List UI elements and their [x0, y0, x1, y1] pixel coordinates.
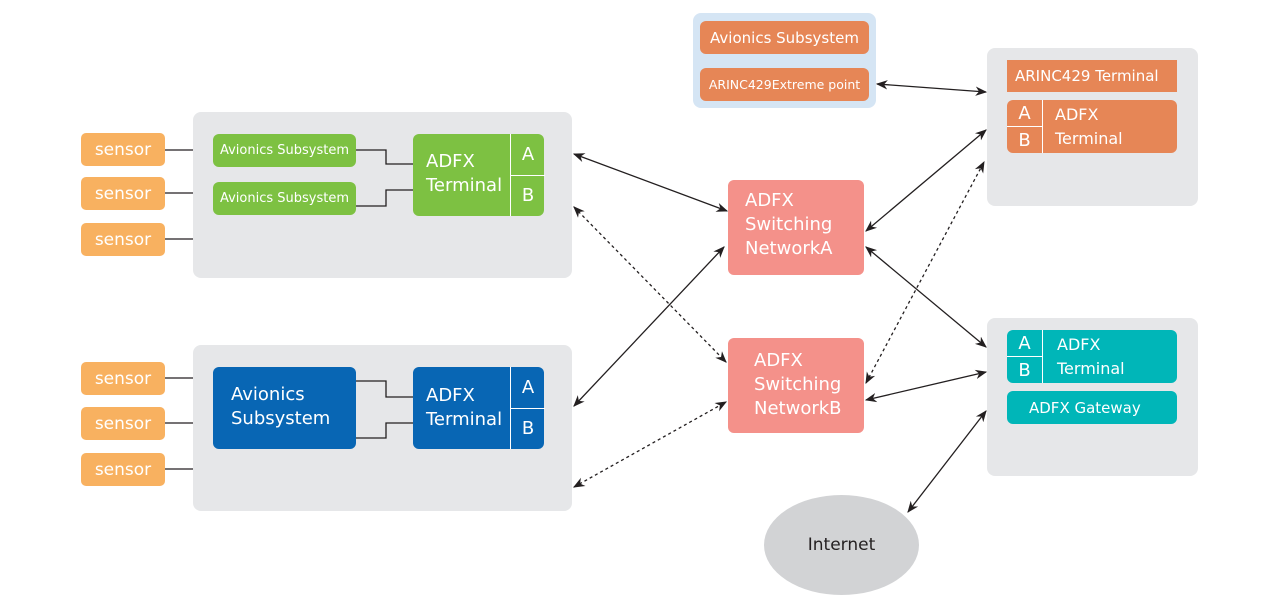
avionics-subsystem: Avionics Subsystem: [213, 182, 356, 215]
sensor-label: sensor: [94, 459, 152, 480]
terminal-label-line1: ADFX: [1057, 335, 1101, 354]
link-g2-switchA: [573, 246, 725, 407]
subsystem-label-line2: Subsystem: [231, 408, 331, 429]
adfx-terminal: A B ADFX Terminal: [1007, 330, 1177, 383]
link-switchB-gateway: [864, 369, 988, 403]
sensor: sensor: [81, 177, 165, 210]
switch-label-line1: ADFX: [745, 190, 794, 211]
subsystem-label: Avionics Subsystem: [219, 191, 350, 206]
sensor-label: sensor: [94, 368, 152, 389]
port-b: B: [521, 418, 535, 440]
port-b: B: [1018, 129, 1031, 151]
sensor-label: sensor: [94, 139, 152, 160]
port-column: A B: [1007, 330, 1043, 383]
terminal-label-line2: Terminal: [426, 409, 503, 430]
endpoint-label: ARINC429Extreme point: [708, 77, 861, 92]
port-a: A: [1007, 330, 1042, 357]
arinc429-endpoint: ARINC429Extreme point: [700, 68, 869, 101]
switch-label-line3: NetworkA: [745, 238, 833, 259]
internet-cloud: Internet: [764, 495, 919, 595]
switching-network-b: ADFX Switching NetworkB: [728, 338, 864, 433]
link-internet-gateway: [907, 410, 987, 513]
switching-network-a: ADFX Switching NetworkA: [728, 180, 864, 275]
sensor-label: sensor: [94, 229, 152, 250]
sensor-label: sensor: [94, 183, 152, 204]
adfx-gateway: ADFX Gateway: [1007, 391, 1177, 424]
terminal-label-line2: Terminal: [1055, 129, 1123, 148]
terminal-label-line1: ADFX: [1055, 105, 1099, 124]
subsystem-label: Avionics Subsystem: [710, 28, 859, 47]
subsystem-label-line1: Avionics: [231, 384, 305, 405]
link-g2-switchB-dotted: [572, 401, 728, 488]
sensor: sensor: [81, 362, 165, 395]
port-column: A B: [510, 367, 545, 449]
terminal-label-line1: ADFX: [426, 151, 475, 172]
switch-label-line1: ADFX: [754, 350, 803, 371]
avionics-subsystem: Avionics Subsystem: [213, 367, 356, 449]
terminal-label-line2: Terminal: [426, 175, 503, 196]
port-b: B: [521, 185, 535, 207]
adfx-terminal: ADFX Terminal A B: [413, 134, 545, 216]
sensor: sensor: [81, 407, 165, 440]
gateway-label: ADFX Gateway: [1029, 398, 1141, 417]
adfx-terminal: A B ADFX Terminal: [1007, 100, 1177, 153]
arinc-terminal-label: ARINC429 Terminal: [1015, 67, 1159, 85]
subsystem-terminal-link: [356, 380, 413, 398]
sensor: sensor: [81, 133, 165, 166]
sensor-label: sensor: [94, 413, 152, 434]
avionics-subsystem: Avionics Subsystem: [213, 134, 356, 167]
subsystem-label: Avionics Subsystem: [219, 143, 350, 158]
sensor: sensor: [81, 223, 165, 256]
subsystem-terminal-link: [356, 149, 413, 165]
link-switchB-arinc-dotted: [865, 160, 985, 385]
port-b: B: [1018, 359, 1031, 381]
arinc429-terminal: ARINC429 Terminal: [1007, 60, 1177, 92]
link-switchA-arinc-terminal: [865, 129, 987, 232]
adfx-terminal: ADFX Terminal A B: [413, 367, 545, 449]
port-a: A: [1007, 100, 1042, 127]
switch-label-line3: NetworkB: [754, 398, 842, 419]
subsystem-terminal-link: [356, 422, 413, 439]
link-g1-switchB-dotted: [573, 206, 727, 363]
switch-label-line2: Switching: [754, 374, 842, 395]
link-switchA-gateway: [865, 246, 987, 348]
port-a: A: [511, 367, 545, 409]
avionics-subsystem: Avionics Subsystem: [700, 21, 869, 54]
internet-label: Internet: [807, 535, 876, 555]
subsystem-terminal-link: [356, 189, 413, 207]
terminal-label-line1: ADFX: [426, 385, 475, 406]
switch-label-line2: Switching: [745, 214, 833, 235]
sensor: sensor: [81, 453, 165, 486]
port-column: A B: [1007, 100, 1043, 153]
port-a: A: [511, 134, 545, 176]
terminal-label-line2: Terminal: [1057, 359, 1125, 378]
port-column: A B: [510, 134, 545, 216]
link-arinc-endpoint-terminal: [875, 80, 988, 96]
link-g1-switchA: [572, 153, 729, 212]
